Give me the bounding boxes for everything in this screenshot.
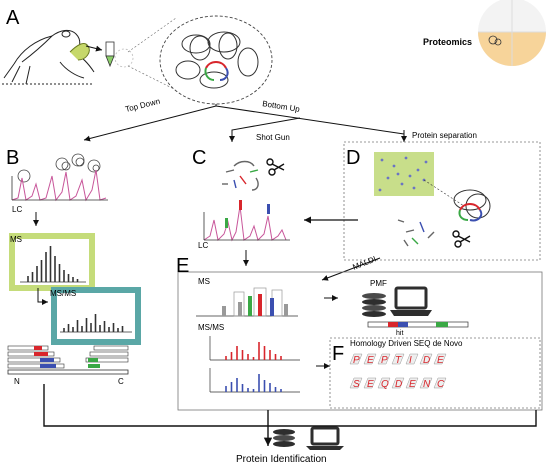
panel-b-label: B [6, 147, 19, 169]
panel-f-label: F [332, 343, 344, 365]
sample-tube [105, 41, 115, 68]
seq2-letter: N [423, 379, 431, 390]
seq2-tile [349, 377, 363, 389]
ms-spectrum-e [196, 287, 298, 317]
seq2-letter: Q [381, 379, 389, 390]
digested-peptides-d [397, 219, 435, 247]
seq1-letter: D [423, 355, 430, 366]
seq2-tile [419, 377, 433, 389]
panel-f-title: Homology Driven SEQ de Novo [350, 339, 463, 348]
seq1-letter: E [437, 355, 444, 366]
ms-peak-e [270, 298, 274, 316]
msms-spectrum-frame [51, 287, 141, 345]
protein-identification-label: Protein Identification [236, 454, 327, 465]
database-icon [362, 293, 386, 317]
seq2-tile [433, 377, 447, 389]
seq1-letter: T [395, 355, 402, 366]
seq2-tile [377, 377, 391, 389]
msms-label-e: MS/MS [198, 323, 224, 332]
seq1-tile [391, 353, 405, 365]
sequence-coverage-map [7, 345, 129, 375]
chromatogram-b [11, 169, 108, 202]
seq2-tile [363, 377, 377, 389]
lc-label-c: LC [198, 241, 208, 250]
pmf-hit-bar [367, 321, 469, 328]
lc-label-b: LC [12, 205, 22, 214]
panel-e-label: E [176, 255, 189, 277]
seq1-letter: E [367, 355, 374, 366]
seq2-letter: E [367, 379, 374, 390]
ms-label-e: MS [198, 277, 210, 286]
ms-peak-e [248, 296, 252, 316]
database-icon-final [273, 429, 295, 447]
seq2-letter: S [353, 379, 360, 390]
branch-lines [83, 104, 407, 142]
msms-label-b: MS/MS [50, 289, 76, 298]
laptop-icon [390, 286, 432, 316]
seq2-tile [391, 377, 405, 389]
convergence-lines [43, 384, 537, 446]
top-down-label: Top Down [124, 97, 161, 114]
n-terminus-label: N [14, 377, 20, 386]
c-terminus-label: C [118, 377, 124, 386]
laptop-icon-final [306, 426, 344, 450]
ms-peak-e [222, 306, 226, 316]
protein-mixture-zoom [159, 15, 273, 105]
seq1-tile [405, 353, 419, 365]
ms-peak-e [238, 302, 242, 316]
scissors-icon-c [266, 158, 285, 176]
msms-spectrum-red [209, 336, 300, 361]
seq1-letter: I [409, 355, 412, 366]
panel-f-frame [329, 337, 541, 409]
seq2-letter: E [409, 379, 416, 390]
msms-spectrum-blue [209, 368, 300, 393]
seq2-letter: C [437, 379, 445, 390]
panel-e-frame [177, 271, 543, 411]
panel-d-frame [343, 141, 541, 261]
seq1-tile [349, 353, 363, 365]
pmf-label: PMF [370, 279, 387, 288]
excised-protein-d [453, 189, 491, 222]
proteomics-badge [478, 0, 546, 66]
digested-peptides-c [222, 160, 259, 191]
ms-peak-e [284, 304, 288, 316]
maldi-label: MALDI [351, 254, 377, 272]
seq1-letter: P [353, 355, 360, 366]
2d-gel [374, 152, 434, 196]
panel-d-label: D [346, 147, 360, 169]
intact-proteins [17, 153, 101, 183]
ms-peak-e [258, 294, 262, 316]
ms-spectrum-frame [9, 233, 95, 291]
panel-a-label: A [6, 7, 20, 29]
seq1-tile [419, 353, 433, 365]
seq1-letter: P [381, 355, 388, 366]
frog-illustration [2, 29, 95, 85]
ms-label-b: MS [10, 235, 22, 244]
panel-c-label: C [192, 147, 206, 169]
shot-gun-label: Shot Gun [256, 133, 290, 142]
seq1-tile [363, 353, 377, 365]
seq1-tile [433, 353, 447, 365]
seq2-letter: D [395, 379, 402, 390]
seq2-tile [405, 377, 419, 389]
protein-separation-label: Protein separation [412, 131, 477, 140]
hit-label: hit [396, 330, 403, 337]
seq1-tile [377, 353, 391, 365]
chromatogram-c [203, 200, 290, 242]
proteomics-label: Proteomics [423, 37, 472, 47]
bottom-up-label: Bottom Up [262, 99, 301, 114]
scissors-icon-d [452, 230, 471, 248]
